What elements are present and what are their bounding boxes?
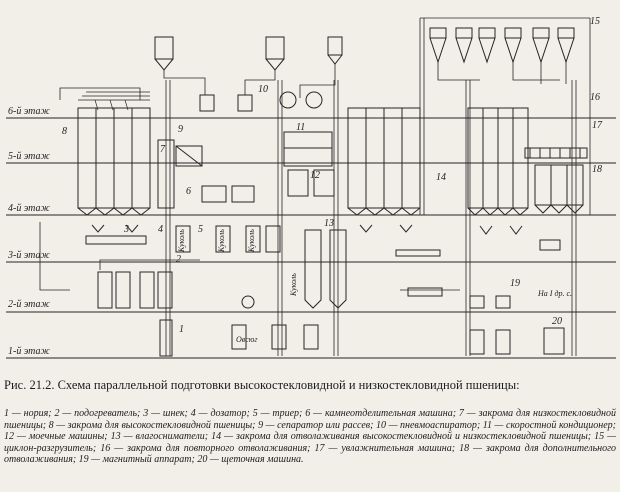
callout-17: 17 xyxy=(592,120,603,131)
floor-5-label: 5-й этаж xyxy=(8,151,50,162)
pneumo-aspirators xyxy=(199,91,323,112)
label-kukol-3: Куколь xyxy=(247,229,256,253)
bins-repeat-tempering xyxy=(467,107,529,216)
label-kukol-4: Куколь xyxy=(289,273,298,297)
callout-13: 13 xyxy=(324,218,334,229)
floor-lines xyxy=(6,117,616,359)
dampening-machine xyxy=(524,147,588,159)
stone-separator xyxy=(201,185,255,203)
bins-tempering-middle xyxy=(347,107,421,216)
callout-5: 5 xyxy=(198,224,203,235)
overhead-pipes xyxy=(59,17,591,215)
label-na-dr: На I др. с. xyxy=(537,289,572,298)
callout-20: 20 xyxy=(552,316,562,327)
callout-11: 11 xyxy=(296,122,305,133)
callout-2: 2 xyxy=(176,254,181,265)
bins-extra-tempering xyxy=(534,164,584,214)
figure-legend: 1 — нория; 2 — подогреватель; 3 — шнек; … xyxy=(4,408,616,466)
callouts: 1 2 3 4 5 6 7 8 9 10 11 12 13 14 15 16 1… xyxy=(62,16,603,335)
dewaterers xyxy=(304,229,347,309)
label-ovsyug: Овсюг xyxy=(236,335,257,344)
callout-14: 14 xyxy=(436,172,446,183)
first-floor-equipment xyxy=(159,319,565,357)
callout-8: 8 xyxy=(62,126,67,137)
third-floor-equipment xyxy=(85,224,561,257)
callout-6: 6 xyxy=(186,186,191,197)
callout-15: 15 xyxy=(590,16,600,27)
callout-4: 4 xyxy=(158,224,163,235)
floor-labels: 6-й этаж 5-й этаж 4-й этаж 3-й этаж 2-й … xyxy=(7,106,50,357)
cyclone-unloaders xyxy=(154,27,575,71)
speed-conditioner xyxy=(283,131,333,167)
callout-7: 7 xyxy=(160,144,166,155)
bins-high-vitreous-left xyxy=(77,107,151,216)
callout-10: 10 xyxy=(258,84,268,95)
callout-12: 12 xyxy=(310,170,320,181)
floor-3-label: 3-й этаж xyxy=(7,250,50,261)
mill-preparation-scheme: 6-й этаж 5-й этаж 4-й этаж 3-й этаж 2-й … xyxy=(6,16,616,359)
legend-text: 1 — нория; 2 — подогреватель; 3 — шнек; … xyxy=(4,408,616,466)
elevator-risers xyxy=(39,80,577,356)
callout-16: 16 xyxy=(590,92,600,103)
callout-18: 18 xyxy=(592,164,602,175)
floor-4-label: 4-й этаж xyxy=(8,203,50,214)
callout-9: 9 xyxy=(178,124,183,135)
callout-19: 19 xyxy=(510,278,520,289)
floor-6-label: 6-й этаж xyxy=(8,106,50,117)
label-kukol-2: Куколь xyxy=(217,229,226,253)
figure-caption: Рис. 21.2. Схема параллельной подготовки… xyxy=(4,378,520,392)
separator xyxy=(175,145,203,167)
callout-1: 1 xyxy=(179,324,184,335)
callout-3: 3 xyxy=(123,224,129,235)
floor-1-label: 1-й этаж xyxy=(8,346,50,357)
second-floor-equipment xyxy=(97,271,511,309)
equipment-labels: Куколь Куколь Куколь Куколь Овсюг На I д… xyxy=(177,229,572,344)
label-kukol-1: Куколь xyxy=(177,229,186,253)
distribution-chutes xyxy=(78,91,150,111)
floor-2-label: 2-й этаж xyxy=(8,299,50,310)
